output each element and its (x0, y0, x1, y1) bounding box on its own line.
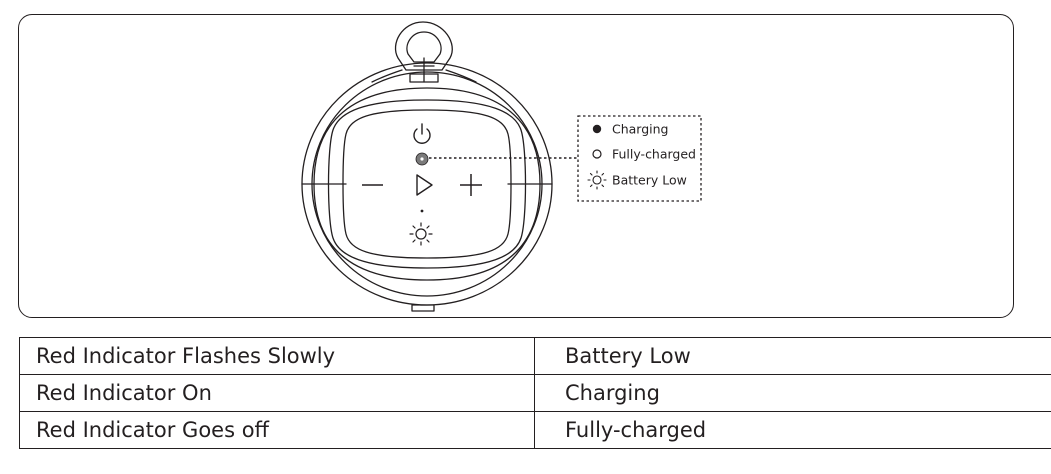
play-icon[interactable] (416, 174, 433, 196)
filled-dot-icon (592, 124, 602, 134)
status-cell: Charging (534, 374, 1051, 412)
power-icon[interactable] (413, 123, 431, 144)
control-face (342, 109, 512, 259)
indicator-cell: Red Indicator Flashes Slowly (19, 337, 535, 375)
indicator-cell: Red Indicator Goes off (19, 411, 535, 449)
led-indicator (415, 152, 429, 166)
legend-label-battery-low: Battery Low (612, 173, 687, 188)
indicator-status-table: Red Indicator Flashes Slowly Battery Low… (19, 337, 1051, 449)
legend-item-charging: Charging (592, 122, 669, 137)
plus-icon[interactable] (460, 174, 482, 196)
diagram-frame (18, 14, 1014, 318)
carabiner-outer (394, 21, 453, 71)
flashing-light-icon (587, 170, 607, 190)
status-cell: Battery Low (534, 337, 1051, 375)
charging-port (411, 304, 435, 312)
control-panel (327, 99, 527, 269)
carabiner-inner (406, 31, 442, 63)
legend-label-charging: Charging (612, 122, 669, 137)
table-row: Red Indicator On Charging (19, 374, 1051, 412)
table-row: Red Indicator Goes off Fully-charged (19, 411, 1051, 449)
light-icon[interactable] (409, 222, 433, 246)
legend-item-fully-charged: Fully-charged (592, 147, 696, 162)
table-row: Red Indicator Flashes Slowly Battery Low (19, 337, 1051, 375)
legend-item-battery-low: Battery Low (587, 170, 687, 190)
speaker-rim (313, 87, 541, 281)
status-cell: Fully-charged (534, 411, 1051, 449)
legend-label-fully-charged: Fully-charged (612, 147, 696, 162)
hollow-dot-icon (592, 149, 602, 159)
indicator-cell: Red Indicator On (19, 374, 535, 412)
